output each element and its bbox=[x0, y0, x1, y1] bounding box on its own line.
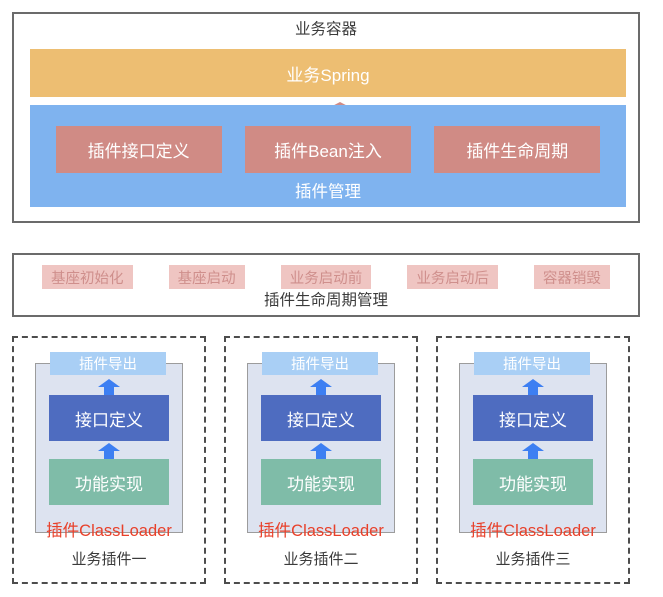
arrow-up-icon bbox=[522, 443, 544, 459]
plugin-classloader-label: 插件ClassLoader bbox=[258, 522, 384, 540]
plugin-management-label: 插件管理 bbox=[295, 183, 361, 201]
business-container-panel: 业务容器 业务Spring 插件接口定义 插件Bean注入 插件生命周期 插件管… bbox=[12, 12, 640, 223]
box-label: 接口定义 bbox=[499, 410, 567, 430]
plugin-interface-box[interactable]: 接口定义 bbox=[473, 395, 593, 441]
box-label: 接口定义 bbox=[75, 410, 143, 430]
arrow-up-icon bbox=[522, 379, 544, 395]
chip-label: 插件接口定义 bbox=[87, 142, 190, 161]
chip-label: 基座启动 bbox=[177, 270, 236, 287]
lifecycle-chip[interactable]: 基座初始化 bbox=[42, 265, 133, 289]
plugin-export-chip[interactable]: 插件导出 bbox=[50, 352, 166, 375]
plugin-export-chip[interactable]: 插件导出 bbox=[262, 352, 378, 375]
plugin-card-caption: 业务插件三 bbox=[495, 551, 571, 568]
lifecycle-chip-list: 基座初始化 基座启动 业务启动前 业务启动后 容器销毁 bbox=[14, 265, 638, 289]
chip-label: 插件导出 bbox=[79, 357, 137, 373]
chip-label: 基座初始化 bbox=[51, 270, 124, 287]
plugin-implementation-box[interactable]: 功能实现 bbox=[261, 459, 381, 505]
chip-label: 插件导出 bbox=[291, 357, 349, 373]
business-spring-label: 业务Spring bbox=[286, 65, 370, 85]
arrow-up-icon bbox=[98, 379, 120, 395]
plugin-card-caption: 业务插件二 bbox=[283, 551, 359, 568]
chip-label: 业务启动前 bbox=[289, 270, 363, 287]
plugin-card-caption: 业务插件一 bbox=[71, 551, 147, 568]
arrow-up-icon bbox=[310, 379, 332, 395]
box-label: 功能实现 bbox=[499, 474, 567, 494]
plugin-classloader-label: 插件ClassLoader bbox=[470, 522, 596, 540]
plugin-classloader-label: 插件ClassLoader bbox=[46, 522, 172, 540]
chip-label: 插件Bean注入 bbox=[274, 142, 382, 161]
plugin-card[interactable]: 插件导出 接口定义 功能实现 插件ClassLoader 业务插件三 bbox=[436, 336, 630, 584]
plugin-management-chip-list: 插件接口定义 插件Bean注入 插件生命周期 bbox=[30, 126, 626, 173]
lifecycle-chip[interactable]: 业务启动前 bbox=[280, 265, 372, 289]
chip-label: 插件生命周期 bbox=[466, 142, 569, 161]
plugin-lifecycle-panel: 基座初始化 基座启动 业务启动前 业务启动后 容器销毁 插件生命周期管理 bbox=[12, 253, 640, 317]
plugin-management-chip[interactable]: 插件接口定义 bbox=[55, 126, 222, 173]
lifecycle-chip[interactable]: 基座启动 bbox=[168, 265, 245, 289]
plugin-export-chip[interactable]: 插件导出 bbox=[474, 352, 590, 375]
plugin-management-chip[interactable]: 插件生命周期 bbox=[434, 126, 601, 173]
plugin-card[interactable]: 插件导出 接口定义 功能实现 插件ClassLoader 业务插件二 bbox=[224, 336, 418, 584]
plugin-implementation-box[interactable]: 功能实现 bbox=[49, 459, 169, 505]
lifecycle-chip[interactable]: 业务启动后 bbox=[407, 265, 498, 289]
box-label: 接口定义 bbox=[287, 410, 355, 430]
chip-label: 容器销毁 bbox=[542, 270, 601, 287]
business-spring-bar: 业务Spring bbox=[30, 49, 626, 97]
box-label: 功能实现 bbox=[75, 474, 143, 494]
plugin-card[interactable]: 插件导出 接口定义 功能实现 插件ClassLoader 业务插件一 bbox=[12, 336, 206, 584]
plugin-card-row: 插件导出 接口定义 功能实现 插件ClassLoader 业务插件一 插件导出 bbox=[12, 336, 652, 588]
plugin-interface-box[interactable]: 接口定义 bbox=[49, 395, 169, 441]
business-container-title: 业务容器 bbox=[294, 21, 357, 38]
plugin-interface-box[interactable]: 接口定义 bbox=[261, 395, 381, 441]
arrow-up-icon bbox=[310, 443, 332, 459]
box-label: 功能实现 bbox=[287, 474, 355, 494]
plugin-lifecycle-label: 插件生命周期管理 bbox=[263, 292, 388, 309]
chip-label: 插件导出 bbox=[503, 357, 561, 373]
plugin-management-bar: 插件接口定义 插件Bean注入 插件生命周期 插件管理 bbox=[30, 105, 626, 207]
lifecycle-chip[interactable]: 容器销毁 bbox=[533, 265, 610, 289]
plugin-management-chip[interactable]: 插件Bean注入 bbox=[244, 126, 411, 173]
chip-label: 业务启动后 bbox=[416, 270, 489, 287]
arrow-up-icon bbox=[98, 443, 120, 459]
plugin-implementation-box[interactable]: 功能实现 bbox=[473, 459, 593, 505]
